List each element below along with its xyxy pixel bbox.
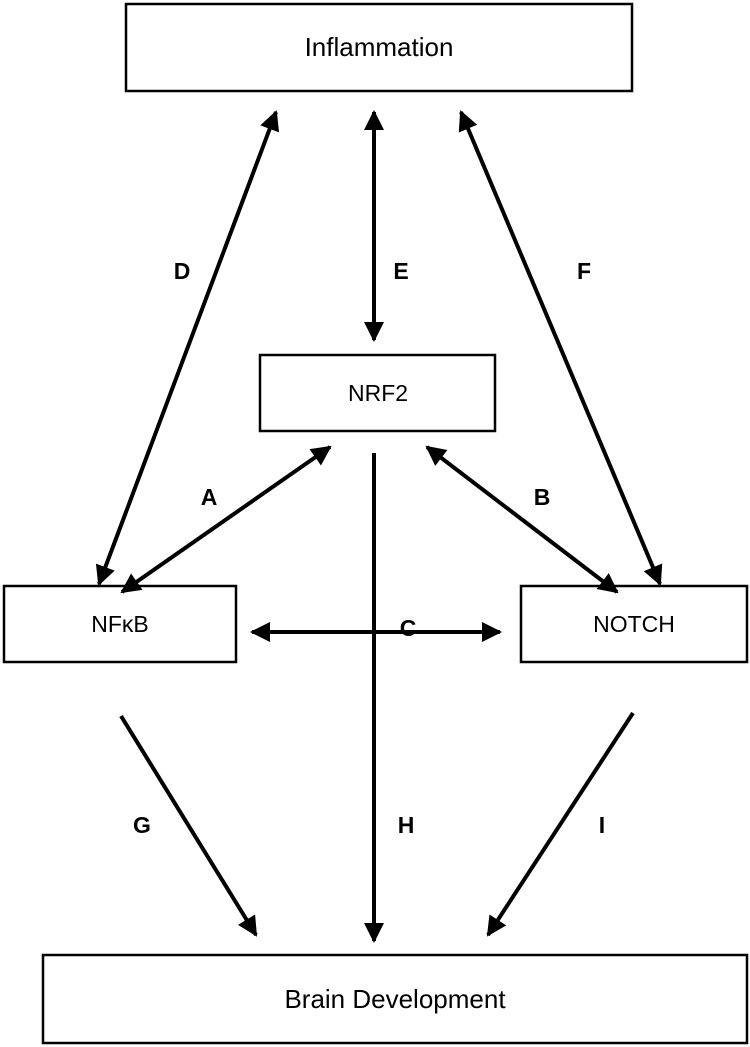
node-nfkb-label: NFκB [91, 611, 149, 637]
edge-f-label: F [577, 258, 591, 284]
edge-d-arrow [95, 110, 280, 586]
node-inflammation-label: Inflammation [305, 32, 454, 62]
node-notch-label: NOTCH [593, 611, 675, 637]
edge-c-label: C [400, 615, 417, 641]
edge-i-arrow [486, 711, 635, 937]
edge-b-arrow [425, 445, 619, 594]
edge-g-arrow [119, 714, 258, 937]
edge-f-arrow [458, 110, 663, 586]
node-nrf2-label: NRF2 [348, 380, 408, 406]
node-brain-development-label: Brain Development [284, 984, 506, 1014]
node-notch: NOTCH [519, 584, 749, 664]
node-nfkb: NFκB [2, 584, 238, 664]
edge-h-label: H [398, 812, 415, 838]
edge-e-label: E [393, 258, 408, 284]
node-nrf2: NRF2 [258, 353, 497, 433]
edge-a-label: A [201, 484, 218, 510]
edge-d-label: D [174, 258, 191, 284]
edge-i-label: I [599, 812, 605, 838]
edge-a-arrow [120, 445, 332, 594]
edge-b-label: B [534, 484, 551, 510]
edge-g-label: G [133, 812, 151, 838]
node-brain-development: Brain Development [41, 953, 749, 1045]
node-inflammation: Inflammation [124, 2, 634, 93]
